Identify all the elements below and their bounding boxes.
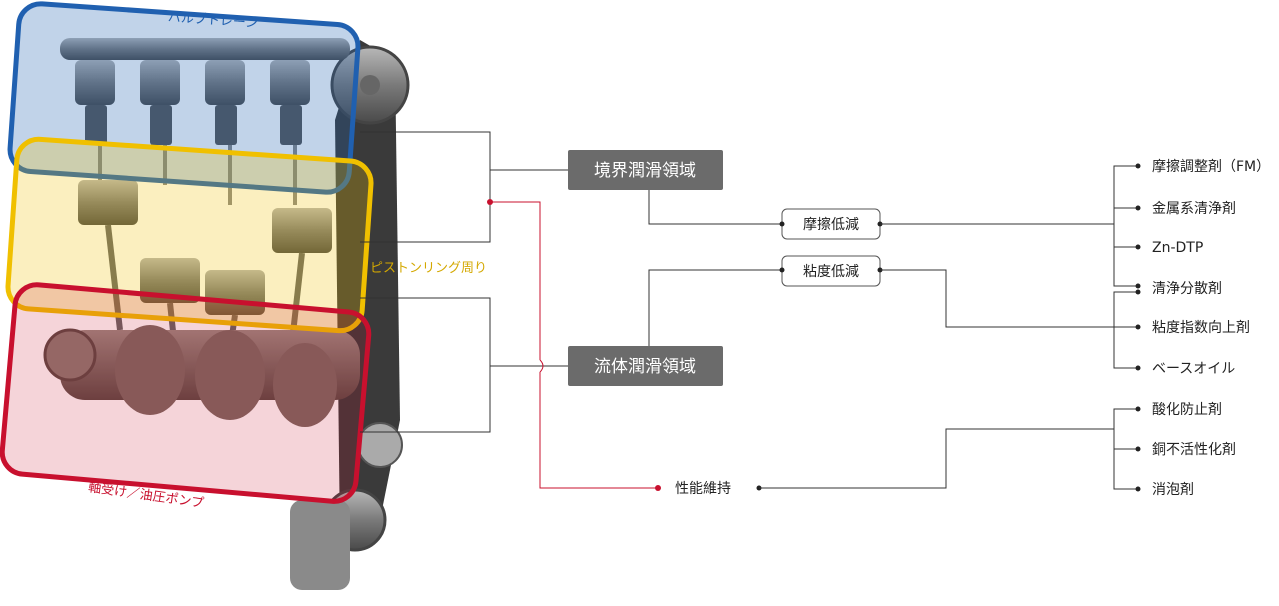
additive-label: 粘度指数向上剤 bbox=[1152, 320, 1250, 336]
friction-reduction-box: 摩擦低減 bbox=[779, 208, 883, 240]
red-dot-origin bbox=[487, 199, 493, 205]
bearing-pump-zone-box bbox=[0, 282, 372, 504]
oil-pump-body bbox=[290, 500, 350, 590]
additive-item: 消泡剤 bbox=[1135, 482, 1194, 498]
piston-ring-label: ピストンリング周り bbox=[370, 261, 487, 276]
additive-label: 摩擦調整剤（FM） bbox=[1152, 158, 1270, 175]
crankshaft bbox=[43, 325, 360, 427]
additive-brackets bbox=[759, 165, 1138, 490]
rocker-arms bbox=[75, 60, 310, 105]
additive-label: 清浄分散剤 bbox=[1152, 281, 1222, 297]
additive-label: 消泡剤 bbox=[1152, 482, 1194, 498]
additive-item: 粘度指数向上剤 bbox=[1135, 320, 1250, 336]
valve-train-label: バルブトレーン bbox=[167, 9, 258, 31]
viscosity-reduction-label: 粘度低減 bbox=[803, 263, 859, 280]
additive-label: ベースオイル bbox=[1152, 361, 1235, 377]
performance-maintenance-label: 性能維持 bbox=[675, 481, 731, 497]
friction-reduction-label: 摩擦低減 bbox=[803, 216, 859, 233]
additive-item: 酸化防止剤 bbox=[1135, 402, 1222, 418]
additive-label: 酸化防止剤 bbox=[1152, 402, 1222, 418]
boundary-lubrication-box: 境界潤滑領域 bbox=[568, 150, 723, 190]
engine-connector-lines bbox=[360, 131, 568, 433]
additive-label: 銅不活性化剤 bbox=[1152, 442, 1236, 458]
camshaft bbox=[60, 38, 350, 60]
fluid-lubrication-label: 流体潤滑領域 bbox=[594, 357, 696, 377]
performance-red-connector bbox=[490, 201, 658, 489]
valve-springs bbox=[85, 105, 302, 145]
additive-item: 銅不活性化剤 bbox=[1135, 442, 1236, 458]
additive-item: Zn-DTP bbox=[1135, 240, 1203, 256]
zone-piston-ring: ピストンリング周り bbox=[5, 136, 487, 334]
viscosity-reduction-box: 粘度低減 bbox=[779, 255, 883, 287]
zone-bearing-pump: 軸受け／油圧ポンプ bbox=[0, 282, 372, 511]
additive-item: 清浄分散剤 bbox=[1135, 281, 1222, 297]
performance-maintenance: 性能維持 bbox=[675, 481, 762, 497]
fluid-lubrication-box: 流体潤滑領域 bbox=[568, 346, 723, 386]
additive-label: 金属系清浄剤 bbox=[1152, 201, 1236, 217]
red-dot-target bbox=[655, 485, 661, 491]
additive-item: ベースオイル bbox=[1135, 361, 1235, 377]
additive-label: Zn-DTP bbox=[1152, 240, 1203, 256]
additive-item: 摩擦調整剤（FM） bbox=[1135, 158, 1270, 175]
boundary-lubrication-label: 境界潤滑領域 bbox=[594, 161, 696, 181]
piston-ring-zone-box bbox=[5, 136, 374, 334]
category-to-function-lines bbox=[648, 190, 782, 346]
additive-item: 金属系清浄剤 bbox=[1135, 201, 1236, 217]
additive-list: 摩擦調整剤（FM） 金属系清浄剤 Zn-DTP 清浄分散剤 粘度指数向上剤 ベー… bbox=[1135, 158, 1270, 498]
